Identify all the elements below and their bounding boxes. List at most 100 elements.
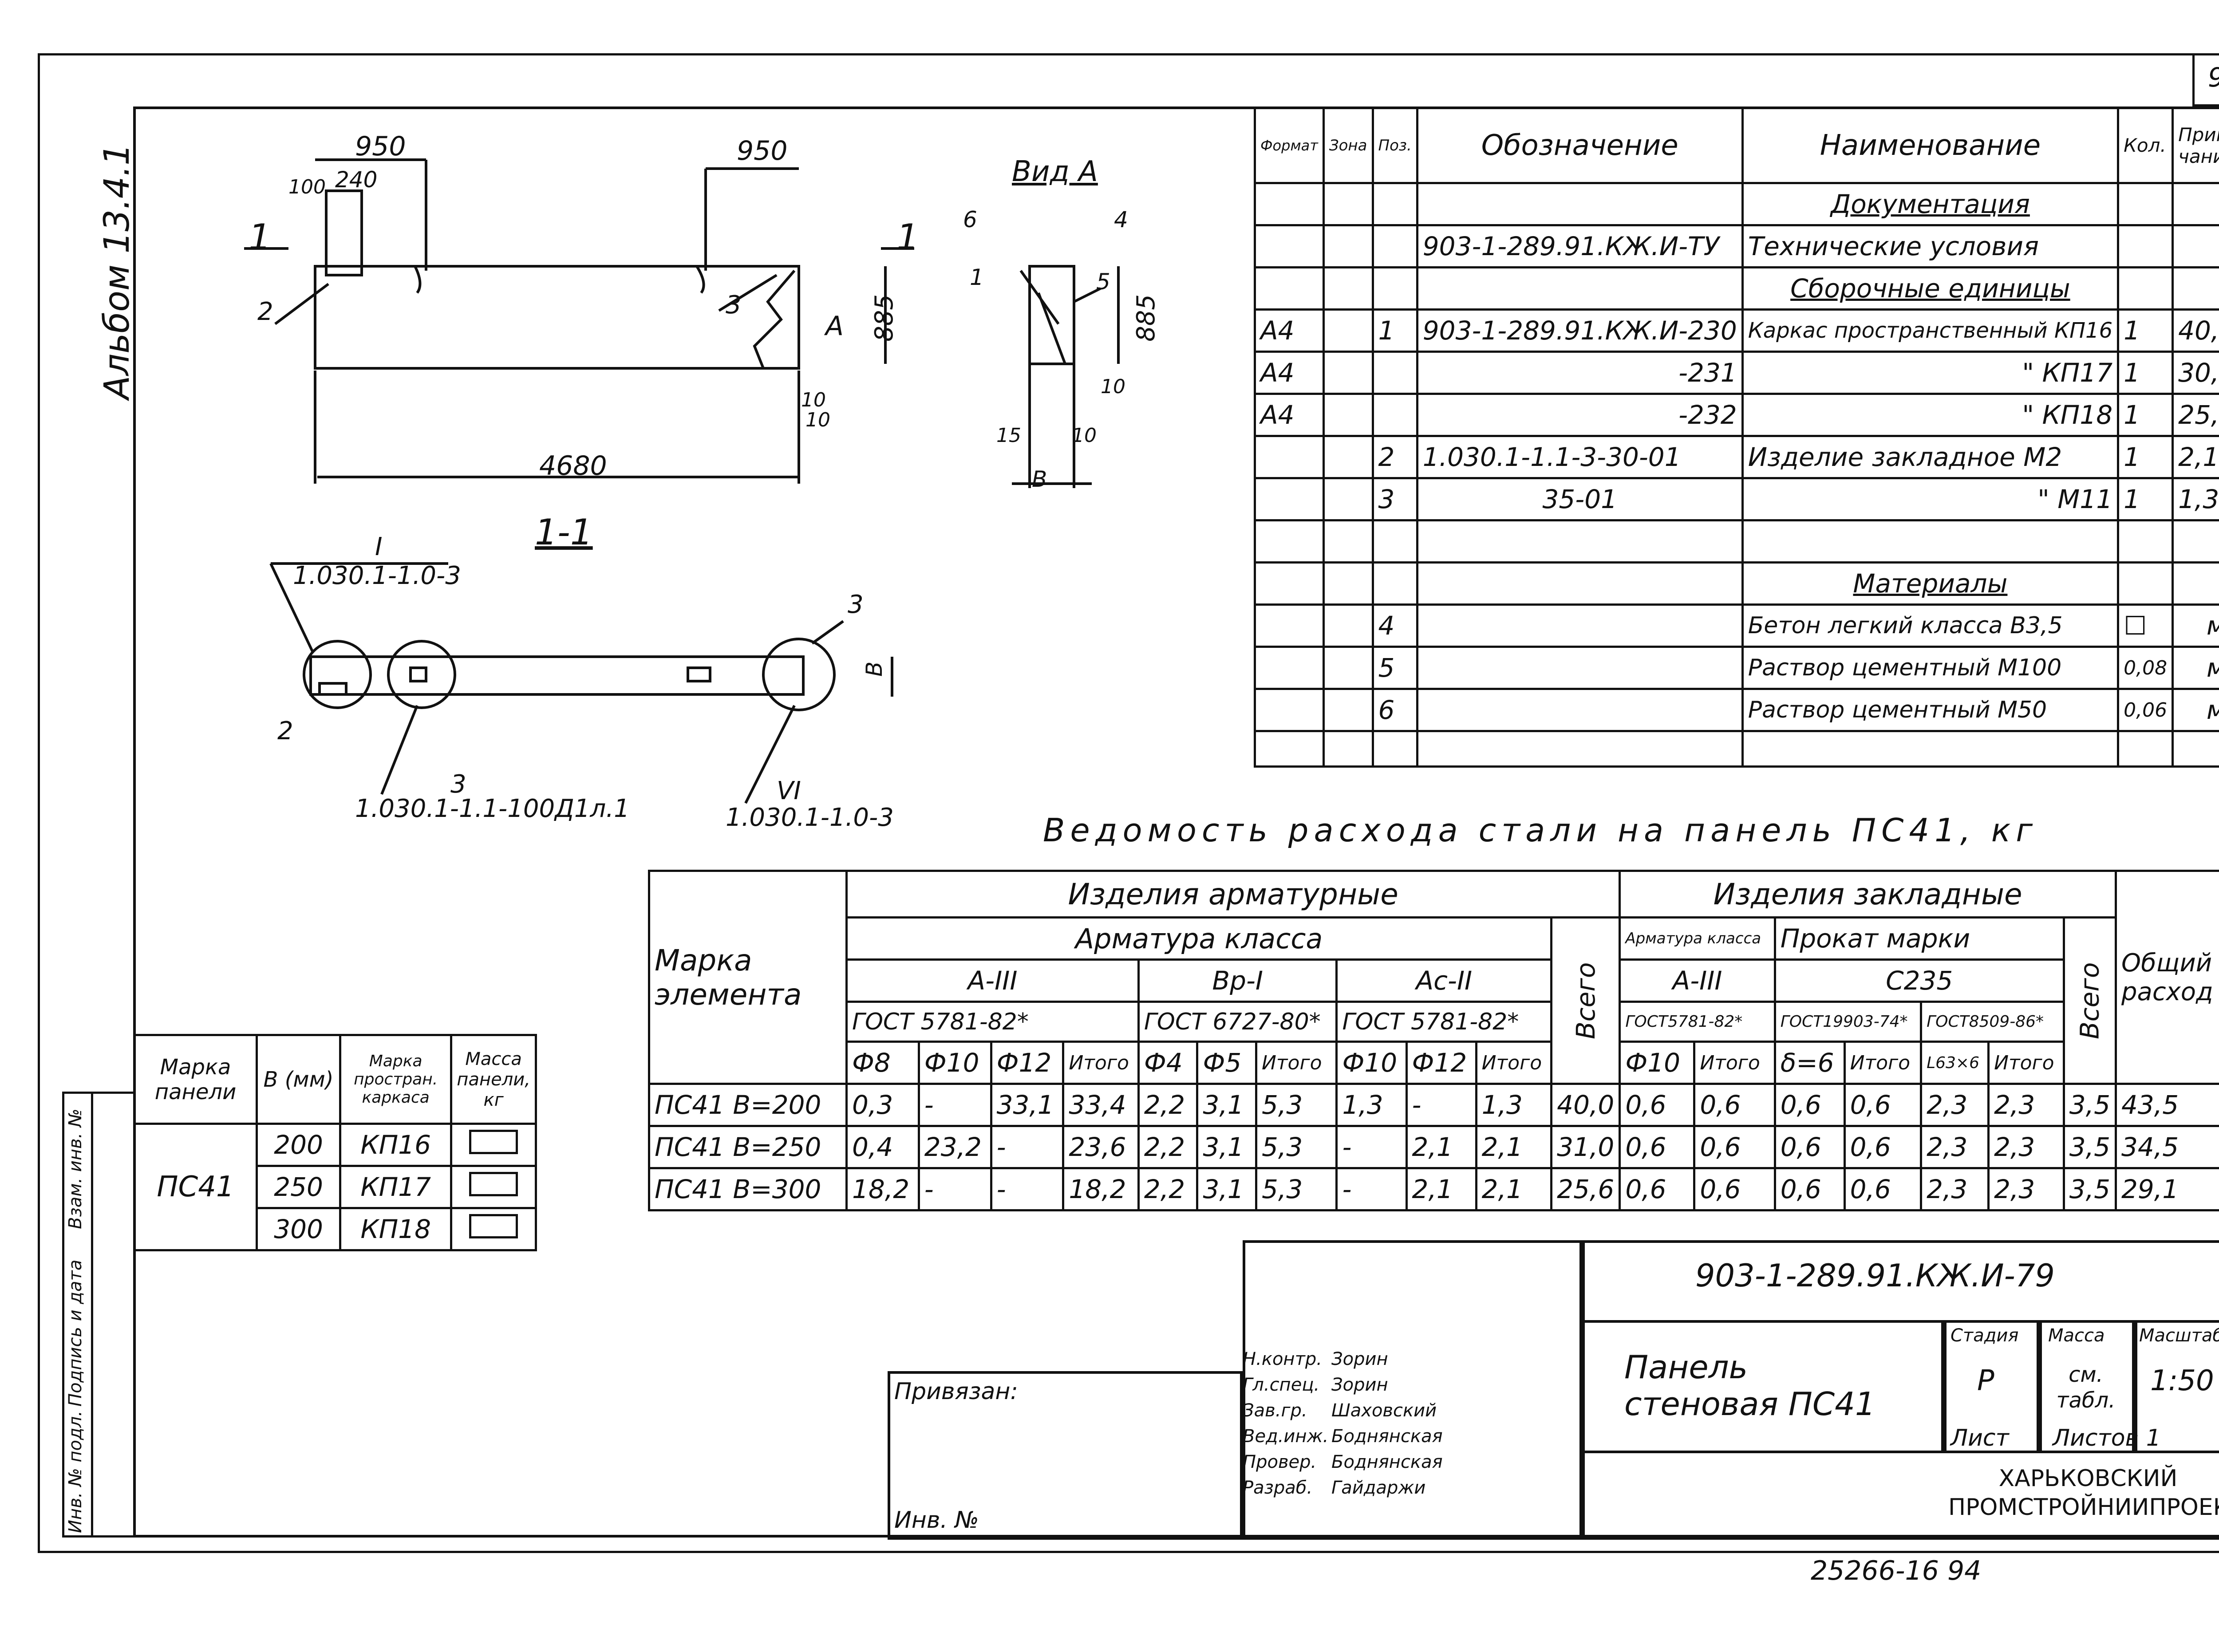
side-stamp-vzam: Взам. инв. № xyxy=(65,1108,86,1229)
sheet-outer-frame xyxy=(38,53,2219,1553)
mass-value: см. табл. xyxy=(2056,1362,2116,1413)
spec-note: 40,0кг xyxy=(2172,308,2219,353)
dim-b-view: B xyxy=(1032,466,1047,492)
spec-designation: 35-01 xyxy=(1416,477,1744,521)
dim-b-section: B xyxy=(861,661,887,677)
spec-qty: 1 xyxy=(2117,351,2174,395)
dim-100: 100 xyxy=(288,176,326,198)
steel-cell: 2,3 xyxy=(1920,1083,1990,1127)
sign-role: Зав.гр. xyxy=(1243,1400,1307,1421)
spec-qty: 0,08 xyxy=(2117,646,2174,690)
archive-number: 25266-16 94 xyxy=(1811,1555,1982,1586)
sign-name: Зорин xyxy=(1331,1375,1388,1395)
steel-cell: 3,5 xyxy=(2062,1083,2117,1127)
steel-header-total: Всего xyxy=(1551,917,1620,1084)
panel-frame: КП17 xyxy=(339,1165,453,1209)
steel-cell: 0,6 xyxy=(1843,1125,1923,1169)
spec-section-materials: Материалы xyxy=(1741,561,2120,606)
spec-note: 2,14кг xyxy=(2172,435,2219,479)
spec-pos: 1 xyxy=(1371,308,1418,353)
steel-row-mark: ПС41 В=300 xyxy=(648,1167,848,1211)
steel-cell: 3,1 xyxy=(1196,1167,1257,1211)
steel-cell: 0,6 xyxy=(1773,1083,1846,1127)
steel-cell: - xyxy=(917,1167,992,1211)
spec-pos xyxy=(1371,393,1418,437)
spec-header-zone: Зона xyxy=(1322,106,1374,184)
view-label-1: 1 xyxy=(970,264,984,290)
sign-name: Боднянская xyxy=(1331,1452,1443,1472)
spec-pos: 5 xyxy=(1371,646,1418,690)
spec-note: м³ xyxy=(2172,688,2219,732)
spec-name: Технические условия xyxy=(1741,224,2120,268)
spec-name: Изделие закладное М2 xyxy=(1741,435,2120,479)
stage-cell xyxy=(1944,1320,2039,1453)
spec-name: Раствор цементный М100 xyxy=(1741,646,2120,690)
steel-cell: - xyxy=(917,1083,992,1127)
side-stamp-sign: Подпись и дата xyxy=(65,1259,86,1407)
sign-name: Зорин xyxy=(1331,1349,1388,1369)
steel-class-a3: А-III xyxy=(845,958,1140,1003)
steel-consumption-table: Марка элемента Изделия арматурные Издели… xyxy=(648,870,2219,1211)
view-label-6: 6 xyxy=(963,207,977,233)
scale-cell xyxy=(2135,1320,2219,1453)
spec-header-designation: Обозначение xyxy=(1416,106,1744,184)
spec-section-assemblies: Сборочные единицы xyxy=(1741,266,2120,311)
callout-3-ref: 1.030.1-1.1-100Д1л.1 xyxy=(355,794,630,823)
drawing-code: 903-1-289.91.КЖ.И-79 xyxy=(1695,1258,2055,1294)
steel-cell: 31,0 xyxy=(1550,1125,1621,1169)
spec-fmt xyxy=(1254,224,1325,268)
steel-cell: 5,3 xyxy=(1255,1125,1338,1169)
steel-header-embedded-class: Арматура класса xyxy=(1619,916,1776,961)
steel-cell: 0,6 xyxy=(1773,1167,1846,1211)
position-3-label: 3 xyxy=(726,291,742,319)
steel-header-total-2: Всего xyxy=(2064,917,2116,1084)
spec-header-note: Приме-чание xyxy=(2172,106,2219,184)
spec-qty: 1 xyxy=(2117,435,2174,479)
sign-role: Вед.инж. xyxy=(1243,1426,1329,1447)
callout-4-pos: 3 xyxy=(848,590,864,619)
steel-gost-2: ГОСТ 6727-80* xyxy=(1137,1001,1338,1043)
steel-cell: 2,1 xyxy=(1475,1167,1553,1211)
section-title: 1-1 xyxy=(535,512,593,553)
steel-cell: 0,6 xyxy=(1773,1125,1846,1169)
steel-gost-4: ГОСТ5781-82* xyxy=(1619,1001,1776,1043)
callout-2-pos: 2 xyxy=(277,717,293,745)
spec-qty xyxy=(2117,224,2174,268)
stage-header: Стадия xyxy=(1951,1325,2019,1346)
spec-pos: 2 xyxy=(1371,435,1418,479)
steel-col: Итого xyxy=(1693,1041,1776,1085)
steel-col: Ф10 xyxy=(1335,1041,1408,1085)
steel-cell: 0,6 xyxy=(1843,1083,1923,1127)
dim-240: 240 xyxy=(335,167,378,193)
mass-header: Масса xyxy=(2048,1325,2105,1346)
spec-name: " КП17 xyxy=(1741,351,2120,395)
spec-pos: 6 xyxy=(1371,688,1418,732)
panel-mark-cell: ПС41 xyxy=(133,1123,258,1251)
title-block-left-grid xyxy=(888,1371,1243,1540)
side-stamp-inv: Инв. № подл. xyxy=(65,1411,86,1533)
panel-type-table: Марка панели В (мм) Марка простран. карк… xyxy=(133,1034,537,1251)
steel-cell: 18,2 xyxy=(845,1167,920,1211)
steel-cell: 23,2 xyxy=(917,1125,992,1169)
sign-role: Гл.спец. xyxy=(1243,1375,1320,1395)
spec-designation: -231 xyxy=(1416,351,1744,395)
callout-4-roman: VI xyxy=(777,777,801,805)
spec-fmt xyxy=(1254,477,1325,521)
dim-950-left: 950 xyxy=(355,131,406,162)
spec-designation: 1.030.1-1.1-3-30-01 xyxy=(1416,435,1744,479)
view-a-arrow-label: А xyxy=(825,311,844,342)
panel-mass-box xyxy=(450,1207,537,1251)
steel-col: L63×6 xyxy=(1920,1041,1990,1085)
specification-table: Формат Зона Поз. Обозначение Наименовани… xyxy=(1254,106,2219,768)
steel-cell: 2,1 xyxy=(1405,1125,1477,1169)
dim-4680: 4680 xyxy=(539,450,607,481)
steel-cell: 3,5 xyxy=(2062,1167,2117,1211)
steel-gost-5: ГОСТ19903-74* xyxy=(1773,1001,1923,1043)
steel-cell: 1,3 xyxy=(1335,1083,1408,1127)
spec-header-pos: Поз. xyxy=(1371,106,1418,184)
steel-cell: 33,4 xyxy=(1062,1083,1140,1127)
steel-cell: 2,3 xyxy=(1987,1083,2065,1127)
